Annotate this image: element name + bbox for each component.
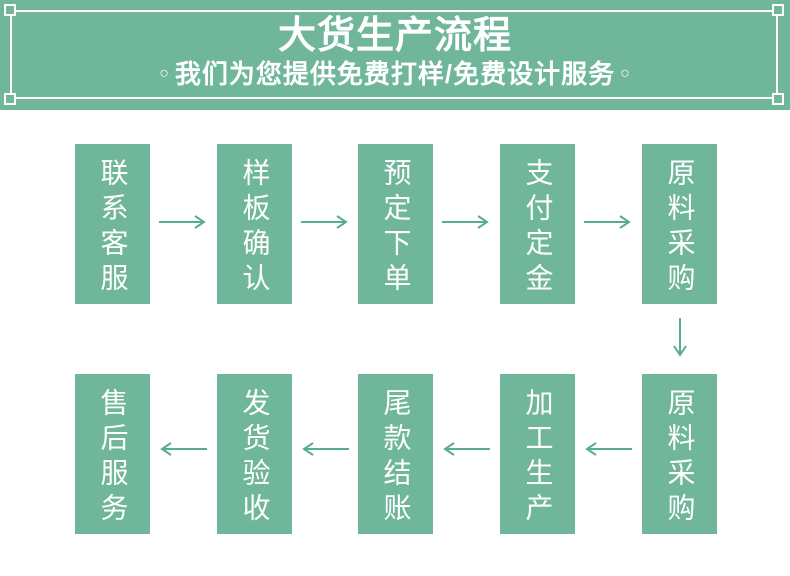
step-after-sales: 售后服务 (75, 374, 150, 534)
step-label: 原料采购 (664, 387, 696, 528)
step-material-purchase-1: 原料采购 (642, 144, 717, 304)
step-label: 预定下单 (380, 157, 412, 298)
circle-ornament: ○ (620, 65, 631, 82)
arrow-right-icon (440, 214, 492, 230)
step-final-payment: 尾款结账 (358, 374, 433, 534)
frame-corner-ornament (4, 4, 16, 16)
frame-corner-ornament (772, 4, 784, 16)
step-sample-confirm: 样板确认 (217, 144, 292, 304)
arrow-right-icon (299, 214, 351, 230)
step-label: 发货验收 (239, 387, 271, 528)
arrow-left-icon (582, 441, 634, 457)
decorative-frame (10, 10, 778, 99)
arrow-down-icon (672, 316, 688, 360)
header-banner: 大货生产流程 ○ 我们为您提供免费打样/免费设计服务 ○ (0, 0, 790, 110)
subtitle: ○ 我们为您提供免费打样/免费设计服务 ○ (0, 58, 790, 90)
arrow-left-icon (157, 441, 209, 457)
step-preorder: 预定下单 (358, 144, 433, 304)
step-label: 联系客服 (97, 157, 129, 298)
step-processing: 加工生产 (500, 374, 575, 534)
frame-corner-ornament (4, 93, 16, 105)
page-title: 大货生产流程 (277, 15, 512, 57)
arrow-left-icon (299, 441, 351, 457)
step-label: 原料采购 (664, 157, 696, 298)
step-label: 售后服务 (97, 387, 129, 528)
step-delivery-inspection: 发货验收 (217, 374, 292, 534)
step-contact-service: 联系客服 (75, 144, 150, 304)
step-material-purchase-2: 原料采购 (642, 374, 717, 534)
frame-corner-ornament (772, 93, 784, 105)
step-pay-deposit: 支付定金 (500, 144, 575, 304)
circle-ornament: ○ (159, 65, 170, 82)
arrow-left-icon (440, 441, 492, 457)
arrow-right-icon (157, 214, 209, 230)
step-label: 加工生产 (522, 387, 554, 528)
step-label: 样板确认 (239, 157, 271, 298)
step-label: 尾款结账 (380, 387, 412, 528)
subtitle-text: 我们为您提供免费打样/免费设计服务 (174, 59, 616, 89)
arrow-right-icon (582, 214, 634, 230)
step-label: 支付定金 (522, 157, 554, 298)
